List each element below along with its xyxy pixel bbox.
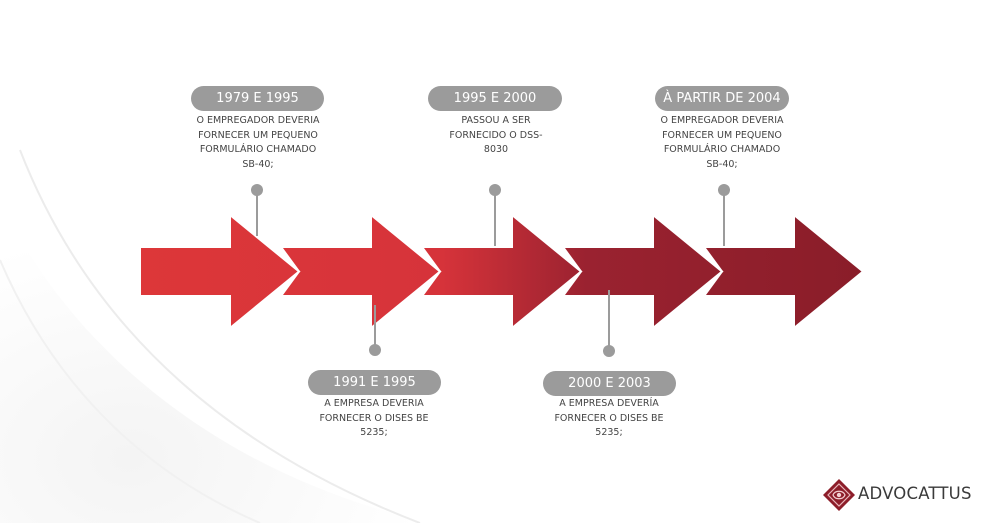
connector-dot xyxy=(603,345,615,357)
milestone-period-label: 1979 E 1995 xyxy=(191,86,324,111)
description-line: FORNECER UM PEQUENO xyxy=(198,129,318,141)
connector-line xyxy=(374,305,376,350)
timeline-arrow-4 xyxy=(561,212,724,331)
description-line: FORNECER O DISES BE xyxy=(554,412,664,424)
milestone-period-label: 1995 E 2000 xyxy=(428,86,562,111)
description-line: FORMULÁRIO CHAMADO xyxy=(199,144,317,155)
milestone-description: O EMPREGADOR DEVERIA FORNECER UM PEQUENO… xyxy=(647,114,797,172)
description-line: A EMPRESA DEVERIA xyxy=(324,398,424,409)
connector-line xyxy=(494,190,496,246)
connector-dot xyxy=(489,184,501,196)
description-line: 5235; xyxy=(360,427,388,438)
description-line: FORNECER O DISES BE xyxy=(319,412,429,424)
timeline-arrow-2 xyxy=(279,212,442,331)
timeline-arrow-1 xyxy=(139,212,301,331)
connector-line xyxy=(608,290,610,351)
description-line: 5235; xyxy=(595,427,623,438)
description-line: O EMPREGADOR DEVERIA xyxy=(660,115,784,126)
milestone-period-label: 2000 E 2003 xyxy=(543,371,676,396)
logo-wordmark: ADVOCATTUS xyxy=(858,484,972,503)
connector-dot xyxy=(251,184,263,196)
milestone-description: A EMPRESA DEVERIA FORNECER O DISES BE 52… xyxy=(299,397,449,441)
timeline-arrow-5 xyxy=(702,212,865,331)
description-line: FORNECER UM PEQUENO xyxy=(662,129,782,141)
timeline-arrow-3 xyxy=(420,212,583,331)
milestone-description: A EMPRESA DEVERÍA FORNECER O DISES BE 52… xyxy=(534,397,684,441)
milestone-period-label: 1991 E 1995 xyxy=(308,370,441,395)
description-line: A EMPRESA DEVERÍA xyxy=(559,398,659,409)
description-line: FORMULÁRIO CHAMADO xyxy=(663,144,781,155)
connector-line xyxy=(256,190,258,236)
connector-dot xyxy=(718,184,730,196)
diamond-emblem-icon xyxy=(823,479,855,511)
connector-line xyxy=(723,190,725,246)
description-line: 8030 xyxy=(483,144,509,155)
description-line: FORNECIDO O DSS- xyxy=(449,129,543,141)
connector-dot xyxy=(369,344,381,356)
milestone-description: PASSOU A SER FORNECIDO O DSS- 8030 xyxy=(421,114,571,158)
description-line: SB-40; xyxy=(242,158,274,170)
description-line: PASSOU A SER xyxy=(461,115,531,126)
milestone-description: O EMPREGADOR DEVERIA FORNECER UM PEQUENO… xyxy=(183,114,333,172)
description-line: SB-40; xyxy=(706,158,738,170)
milestone-period-label: À PARTIR DE 2004 xyxy=(655,86,789,111)
advocattus-logo: ADVOCATTUS xyxy=(822,478,982,512)
description-line: O EMPREGADOR DEVERIA xyxy=(196,115,320,126)
